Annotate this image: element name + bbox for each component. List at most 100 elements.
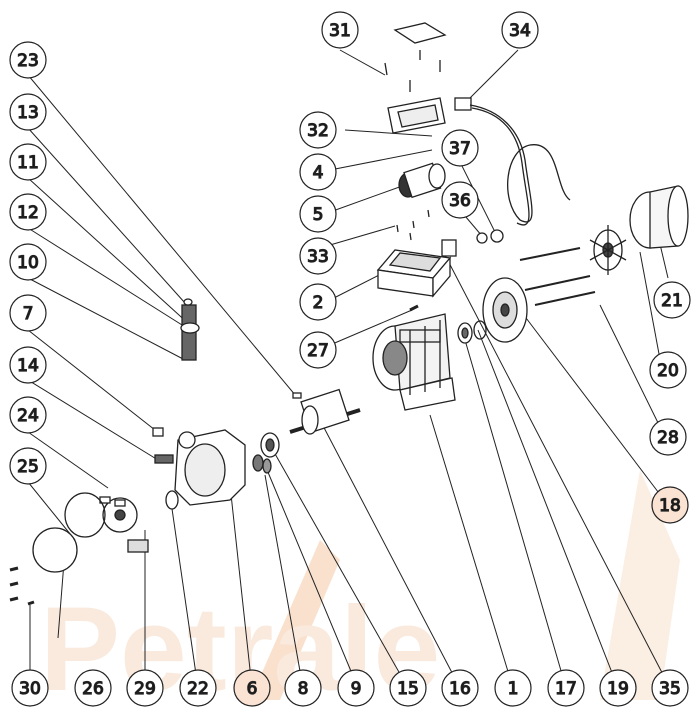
valve-part — [152, 427, 164, 437]
callout-11: 11 — [9, 143, 47, 181]
callout-15: 15 — [389, 669, 427, 707]
svg-text:35: 35 — [659, 679, 681, 699]
svg-text:20: 20 — [657, 361, 679, 381]
connector-part — [441, 239, 457, 257]
callout-34: 34 — [501, 11, 539, 49]
ring-19-part — [473, 320, 487, 340]
svg-text:37: 37 — [449, 139, 471, 159]
terminal-cover-part — [393, 22, 447, 44]
callout-2: 2 — [299, 283, 337, 321]
callout-20: 20 — [649, 351, 687, 389]
callout-23: 23 — [9, 41, 47, 79]
svg-text:26: 26 — [82, 679, 104, 699]
spring-14-part — [154, 454, 174, 464]
svg-text:16: 16 — [449, 679, 471, 699]
callout-4: 4 — [299, 153, 337, 191]
callout-13: 13 — [9, 93, 47, 131]
svg-text:2: 2 — [313, 293, 324, 313]
callout-8: 8 — [284, 669, 322, 707]
svg-text:14: 14 — [17, 356, 39, 376]
o-ring-part — [64, 492, 106, 538]
fan-cover-part — [629, 185, 689, 249]
end-shield-part — [482, 277, 528, 343]
svg-text:36: 36 — [449, 191, 471, 211]
callout-5: 5 — [299, 195, 337, 233]
svg-text:8: 8 — [298, 679, 309, 699]
ring-22-part — [165, 490, 179, 510]
callout-10: 10 — [9, 243, 47, 281]
callout-36: 36 — [441, 181, 479, 219]
svg-text:5: 5 — [313, 205, 324, 225]
svg-text:9: 9 — [351, 679, 362, 699]
washer-13-part — [183, 298, 193, 306]
callout-9: 9 — [337, 669, 375, 707]
svg-text:13: 13 — [17, 103, 39, 123]
svg-text:4: 4 — [313, 163, 324, 183]
callout-6: 6 — [233, 669, 271, 707]
callout-25: 25 — [9, 447, 47, 485]
svg-text:30: 30 — [19, 679, 41, 699]
svg-text:10: 10 — [17, 253, 39, 273]
callout-17: 17 — [547, 669, 585, 707]
callout-28: 28 — [649, 418, 687, 456]
svg-text:32: 32 — [307, 121, 329, 141]
impeller-part — [99, 496, 138, 533]
svg-text:15: 15 — [397, 679, 419, 699]
svg-text:18: 18 — [659, 496, 681, 516]
callout-26: 26 — [74, 669, 112, 707]
terminal-box-base-part — [376, 249, 452, 298]
callout-21: 21 — [653, 281, 691, 319]
svg-text:33: 33 — [307, 247, 329, 267]
svg-text:25: 25 — [17, 457, 39, 477]
callout-7: 7 — [9, 294, 47, 332]
callout-18: 18 — [651, 486, 689, 524]
cover-plate-part — [32, 527, 78, 573]
svg-text:6: 6 — [247, 679, 258, 699]
nut-37-part — [490, 229, 504, 243]
callouts: 23 13 11 12 10 7 14 24 25 31 34 32 37 4 … — [9, 11, 691, 707]
callout-30: 30 — [11, 669, 49, 707]
svg-text:24: 24 — [17, 406, 39, 426]
callout-14: 14 — [9, 346, 47, 384]
callout-12: 12 — [9, 193, 47, 231]
svg-text:17: 17 — [555, 679, 577, 699]
callout-1: 1 — [494, 669, 532, 707]
diffuser-part — [127, 539, 149, 553]
svg-text:19: 19 — [607, 679, 629, 699]
watermark-logo-shape — [250, 540, 340, 700]
svg-text:28: 28 — [657, 428, 679, 448]
svg-text:27: 27 — [307, 341, 329, 361]
pump-body-part — [174, 429, 246, 506]
svg-text:1: 1 — [508, 679, 519, 699]
callout-27: 27 — [299, 331, 337, 369]
svg-text:23: 23 — [17, 51, 39, 71]
power-cable-part — [454, 97, 571, 226]
capacitor-part — [398, 162, 446, 199]
svg-text:31: 31 — [329, 21, 351, 41]
callout-31: 31 — [321, 11, 359, 49]
seal-8-part — [252, 454, 264, 472]
key-23-part — [292, 392, 302, 399]
svg-text:21: 21 — [661, 291, 683, 311]
svg-text:12: 12 — [17, 203, 39, 223]
callout-32: 32 — [299, 111, 337, 149]
seal-9-part — [262, 458, 272, 474]
svg-text:7: 7 — [23, 304, 34, 324]
callout-37: 37 — [441, 129, 479, 167]
rotor-shaft-part — [289, 388, 361, 435]
svg-text:22: 22 — [187, 679, 209, 699]
svg-text:29: 29 — [134, 679, 156, 699]
motor-housing-part — [372, 313, 456, 411]
callout-22: 22 — [179, 669, 217, 707]
callout-33: 33 — [299, 237, 337, 275]
svg-text:34: 34 — [509, 21, 531, 41]
parts — [9, 22, 689, 606]
svg-text:11: 11 — [17, 153, 39, 173]
callout-16: 16 — [441, 669, 479, 707]
watermark-logo-shape-right — [600, 470, 680, 700]
fan-part — [589, 225, 627, 275]
cap-12-part — [180, 322, 200, 334]
callout-35: 35 — [651, 669, 689, 707]
callout-24: 24 — [9, 396, 47, 434]
